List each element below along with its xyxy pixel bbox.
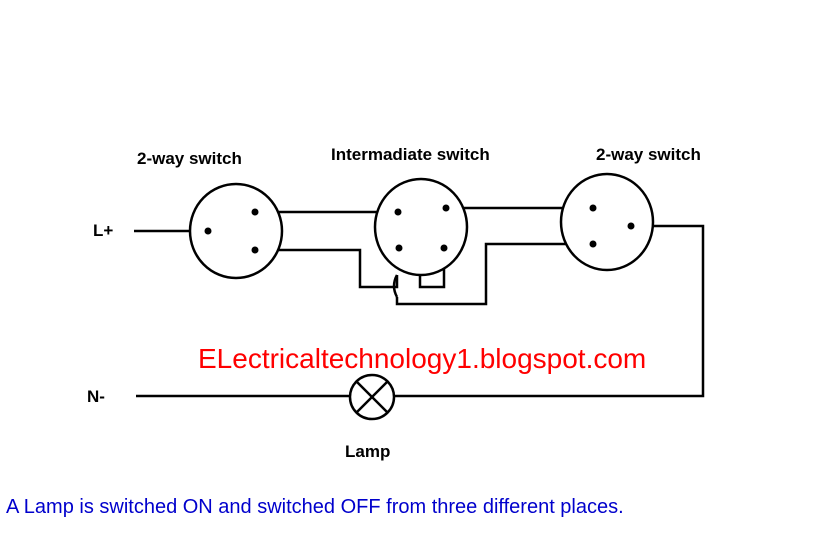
terminal-bottom-left	[395, 244, 403, 252]
terminal-bottom-right	[440, 244, 448, 252]
lamp-symbol	[348, 373, 396, 421]
wire-crossover-hop	[392, 274, 399, 298]
caption-text: A Lamp is switched ON and switched OFF f…	[6, 496, 624, 518]
switch-body	[373, 177, 469, 277]
terminal-common	[204, 227, 212, 235]
wire-s3-to-lamp	[394, 224, 705, 398]
lamp-cross-b	[356, 381, 388, 413]
label-neutral: N-	[87, 387, 105, 406]
label-lamp: Lamp	[345, 442, 390, 461]
label-line: L+	[93, 221, 113, 240]
label-switch-left: 2-way switch	[137, 149, 242, 168]
wire-s2-bottom-to-s3	[395, 242, 593, 306]
label-switch-middle: Intermadiate switch	[331, 145, 490, 164]
terminal-l2	[251, 246, 259, 254]
switch-body	[559, 172, 655, 272]
terminal-top-left	[394, 208, 402, 216]
terminal-top-right	[442, 204, 450, 212]
wire-s1-bottom-to-s2	[255, 248, 399, 289]
watermark-text: ELectricaltechnology1.blogspot.com	[198, 343, 646, 374]
two-way-switch-left	[188, 182, 284, 280]
switch-body	[188, 182, 284, 280]
intermediate-switch	[373, 177, 469, 277]
two-way-switch-right	[559, 172, 655, 272]
terminal-common	[627, 222, 635, 230]
terminal-l1	[251, 208, 259, 216]
terminal-l1	[589, 204, 597, 212]
terminal-l2	[589, 240, 597, 248]
label-switch-right: 2-way switch	[596, 145, 701, 164]
